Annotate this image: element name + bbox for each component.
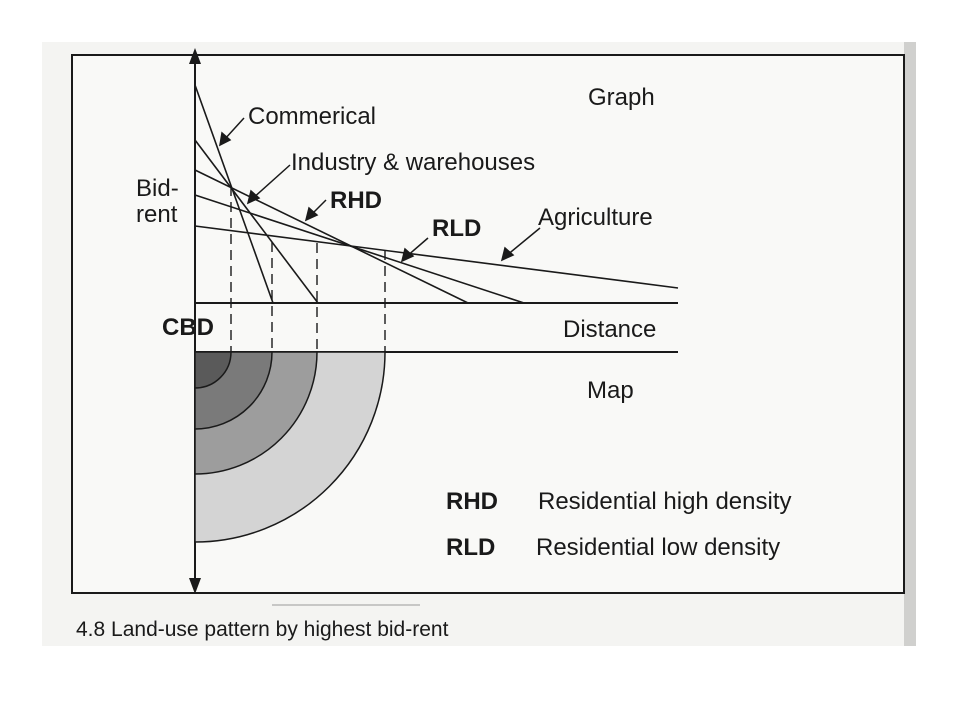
industry-pointer-head xyxy=(246,189,261,205)
rhd-pointer-head xyxy=(304,206,319,222)
agriculture-label: Agriculture xyxy=(538,204,653,231)
y-axis-arrow-up xyxy=(189,48,201,64)
commercial-label: Commerical xyxy=(248,103,376,130)
agriculture-curve xyxy=(194,225,679,289)
zone-commercial xyxy=(194,351,232,389)
commercial-pointer xyxy=(223,117,245,141)
map-section-label: Map xyxy=(587,377,634,404)
industry-pointer xyxy=(251,164,291,200)
industry-label: Industry & warehouses xyxy=(291,149,535,176)
rhd-curve-label: RHD xyxy=(330,187,382,214)
commercial-pointer-head xyxy=(219,131,232,147)
rld-curve-label: RLD xyxy=(432,215,481,242)
distance-label: Distance xyxy=(563,316,656,343)
rhd-curve xyxy=(194,169,469,304)
industry-curve xyxy=(194,139,319,304)
rld-curve xyxy=(194,194,525,304)
y-axis-arrow-down xyxy=(189,578,201,594)
rld-pointer-head xyxy=(400,247,415,263)
legend-rhd-abbr: RHD xyxy=(446,488,498,515)
legend-rhd-meaning: Residential high density xyxy=(538,488,792,515)
commercial-curve xyxy=(194,84,274,304)
page-edge-shadow xyxy=(904,42,916,646)
legend-rld-meaning: Residential low density xyxy=(536,534,780,561)
y-axis-label-line-1: Bid- xyxy=(136,175,179,202)
y-axis-label-line-2: rent xyxy=(136,201,178,228)
cbd-label: CBD xyxy=(162,314,214,341)
agriculture-pointer-head xyxy=(500,246,515,262)
figure-caption: 4.8 Land-use pattern by highest bid-rent xyxy=(76,618,449,641)
graph-section-label: Graph xyxy=(588,84,655,111)
agriculture-pointer xyxy=(505,227,541,257)
legend-rld-abbr: RLD xyxy=(446,534,495,561)
